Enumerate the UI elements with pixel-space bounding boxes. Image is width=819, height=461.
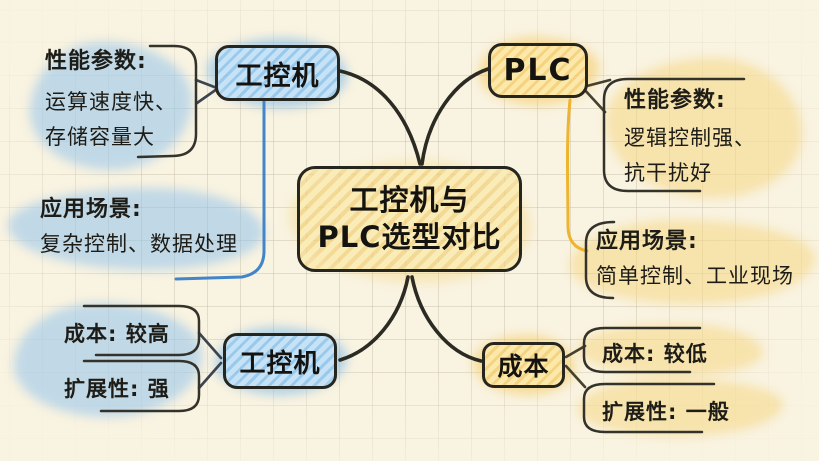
ipc-bottom-node: 工控机 xyxy=(223,333,337,389)
tie-cost-node-to-cost-low xyxy=(564,344,587,359)
center-topic-line2: PLC选型对比 xyxy=(317,220,502,254)
connector-ipc-top-to-center xyxy=(338,69,422,166)
tie-performance-to-ipc-top xyxy=(194,78,219,105)
branch-line-plc-application xyxy=(566,98,589,253)
bracket-right-application xyxy=(584,220,616,300)
ipc-application-title: 应用场景: xyxy=(40,197,142,222)
ipc-application-line1: 复杂控制、数据处理 xyxy=(40,232,238,256)
plc-application-card: 应用场景: 简单控制、工业现场 xyxy=(596,228,819,294)
connector-plc-to-center xyxy=(420,67,490,166)
wash-right-application xyxy=(570,220,815,304)
bracket-expand-strong xyxy=(82,359,201,413)
plc-performance-line1: 逻辑控制强、 xyxy=(624,126,756,150)
ipc-application-card: 应用场景: 复杂控制、数据处理 xyxy=(40,196,270,262)
branch-line-ipc-application xyxy=(174,99,266,281)
cost-node: 成本 xyxy=(482,342,565,388)
ipc-performance-line2: 存储容量大 xyxy=(45,125,155,149)
plc-application-line1: 简单控制、工业现场 xyxy=(596,264,794,288)
connector-center-to-ipc-bottom xyxy=(338,275,410,362)
tie-cost-node-to-expand-normal xyxy=(564,364,587,389)
ipc-cost-label: 成本: 较高 xyxy=(64,322,170,346)
plc-application-title: 应用场景: xyxy=(596,229,698,254)
ipc-performance-card: 性能参数: 运算速度快、 存储容量大 xyxy=(45,48,195,155)
ipc-expandability-label: 扩展性: 强 xyxy=(64,377,170,401)
ipc-top-node: 工控机 xyxy=(215,45,340,101)
plc-cost-label: 成本: 较低 xyxy=(602,342,708,366)
tie-cost-high-to-ipc-bottom xyxy=(197,331,223,360)
tie-expand-strong-to-ipc-bottom xyxy=(197,361,223,390)
ipc-performance-line1: 运算速度快、 xyxy=(45,90,177,114)
center-topic-line1: 工控机与 xyxy=(349,183,470,217)
bracket-cost-low xyxy=(582,326,702,374)
bracket-left-performance xyxy=(136,44,198,159)
plc-expandability-label: 扩展性: 一般 xyxy=(602,400,730,424)
wash-right-performance xyxy=(606,58,802,198)
ipc-performance-title: 性能参数: xyxy=(45,49,147,74)
bracket-right-performance xyxy=(602,77,746,193)
wash-right-cost xyxy=(578,324,763,376)
plc-performance-line2: 抗干扰好 xyxy=(624,161,712,185)
wash-left-performance xyxy=(30,42,192,170)
center-topic-node: 工控机与 PLC选型对比 xyxy=(297,166,522,272)
plc-performance-title: 性能参数: xyxy=(624,88,726,113)
plc-performance-card: 性能参数: 逻辑控制强、 抗干扰好 xyxy=(624,87,794,191)
wash-right-expandability xyxy=(578,378,783,436)
bracket-expand-normal xyxy=(582,382,716,434)
connector-center-to-cost xyxy=(410,275,483,363)
bracket-cost-high xyxy=(82,304,201,357)
wash-left-application xyxy=(8,188,264,270)
plc-node: PLC xyxy=(488,43,588,98)
